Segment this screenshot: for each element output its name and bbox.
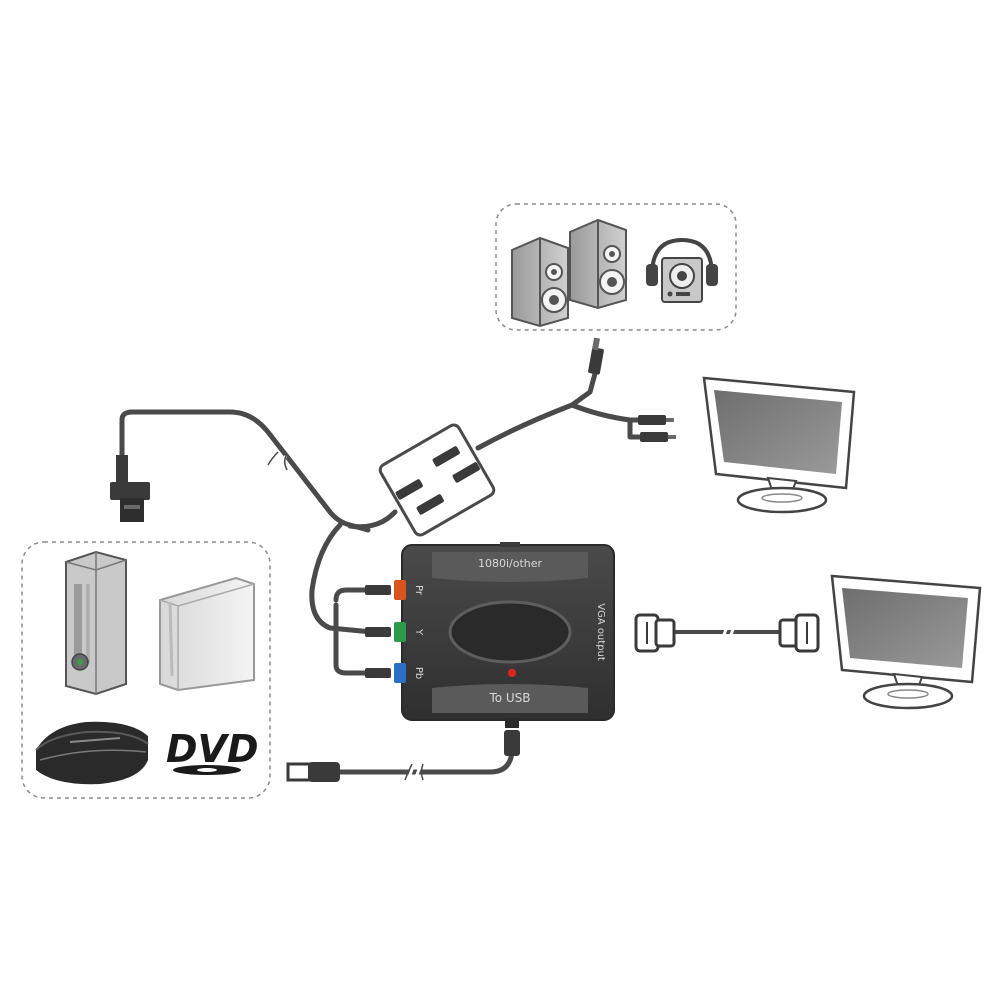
converter-box: 1080i/other To USB VGA output [401, 542, 615, 728]
lcd-monitor-icon [702, 376, 856, 514]
usb-port [505, 718, 519, 728]
xbox-360-icon [65, 550, 127, 696]
component-pb-cable [333, 602, 375, 676]
component-port-pb[interactable]: Pb [394, 663, 424, 683]
speaker-icon [569, 218, 627, 310]
dvd-logo-icon: DVD [166, 727, 259, 775]
dvd-logo-text: DVD [166, 727, 259, 771]
component-port-y[interactable]: Y [394, 622, 424, 642]
audio-jack-plug [588, 337, 604, 375]
component-pr-cable [333, 587, 375, 603]
converter-display-window [448, 600, 572, 664]
usb-cable [335, 735, 515, 775]
cable-break-marks [268, 451, 737, 781]
audio-out-branch-bottom [627, 417, 645, 440]
component-port-label: Pb [413, 667, 424, 679]
console-av-cable [119, 409, 371, 533]
rca-splitter [378, 423, 496, 537]
usb-plug-a [286, 762, 340, 782]
sources-frame [21, 541, 271, 799]
vga-connector-right [778, 613, 820, 653]
usb-plug-mini [504, 730, 520, 756]
rca-plugs-audio-out [638, 415, 676, 442]
console-connector [110, 455, 150, 522]
audio-cable [347, 509, 398, 530]
component-port-label: Y [413, 628, 424, 636]
power-led-icon [508, 669, 516, 677]
component-ports: PrY Pb [394, 580, 424, 683]
ps3-console-icon [35, 721, 149, 785]
component-split-cable [309, 522, 375, 635]
converter-top-label: 1080i/other [478, 557, 543, 570]
headphones-icon [646, 237, 718, 303]
converter-right-label: VGA output [595, 603, 606, 661]
speaker-icon [511, 236, 569, 328]
lcd-monitor-icon [830, 574, 982, 710]
component-port-pr[interactable]: Pr [394, 580, 424, 600]
converter-bottom-label: To USB [488, 691, 530, 705]
component-plugs [365, 585, 391, 678]
wii-console-icon [159, 576, 255, 692]
component-port-label: Pr [413, 585, 424, 596]
vga-connector-left [634, 613, 676, 653]
audio-outputs-frame [495, 203, 737, 331]
